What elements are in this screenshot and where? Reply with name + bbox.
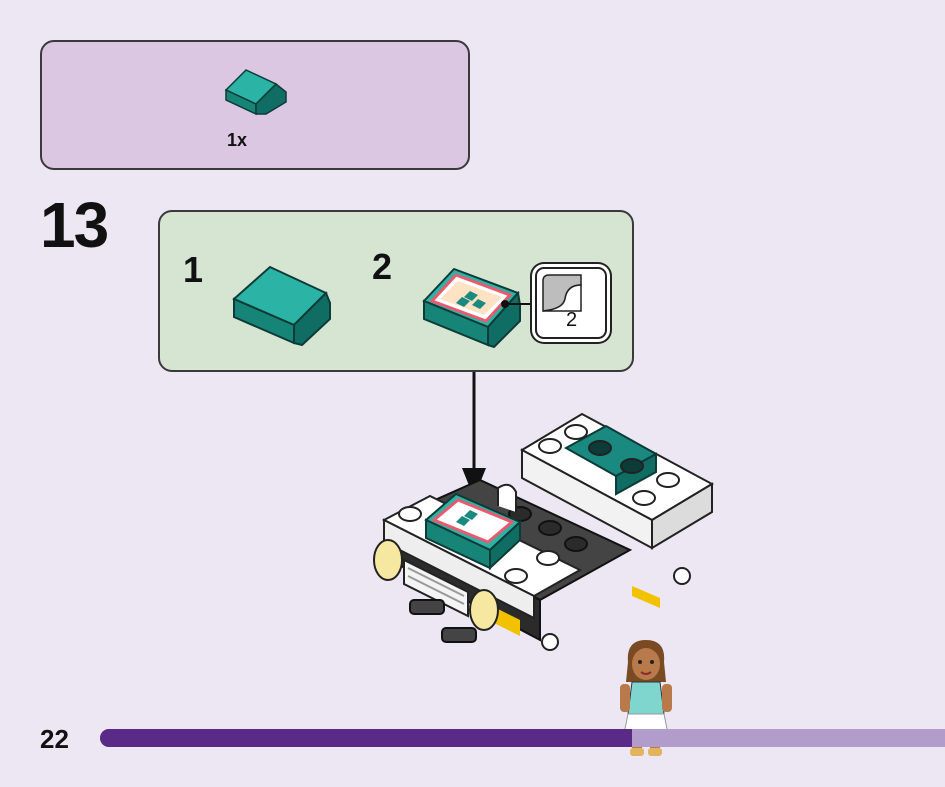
vehicle-model-icon (373, 412, 715, 651)
stickered-slope-brick-icon (422, 267, 521, 349)
sticker-number: 2 (566, 309, 578, 331)
part-quantity: 1x (227, 130, 248, 150)
sticker-callout: 2 (535, 267, 607, 339)
page-number: 22 (40, 724, 69, 754)
progress-bar-fill (100, 729, 633, 747)
step-number: 13 (40, 189, 109, 261)
substep-2-label: 2 (372, 246, 393, 287)
sticker-sheet-icon (542, 274, 582, 312)
callout-connector (501, 300, 538, 308)
substep-1-label: 1 (183, 249, 204, 290)
teal-slope-brick-icon (232, 265, 331, 347)
teal-slope-brick-icon (224, 69, 287, 116)
progress-bar (100, 729, 945, 747)
